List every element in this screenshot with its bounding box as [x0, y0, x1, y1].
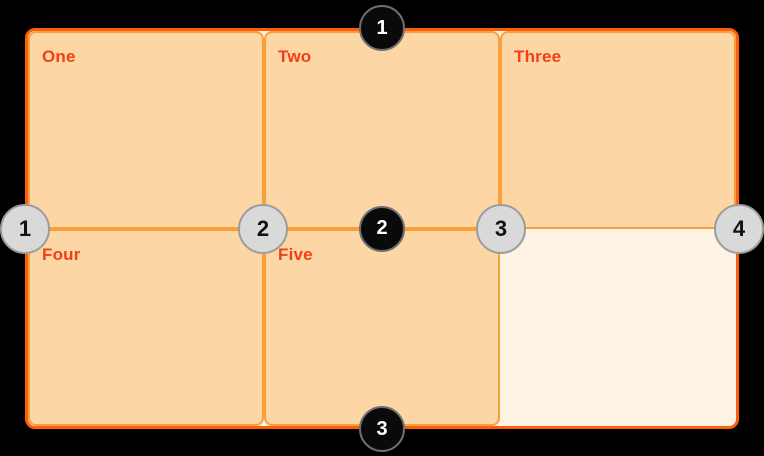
- grid-cell-five: Five: [264, 228, 500, 426]
- grid-cell-two: Two: [264, 31, 500, 229]
- cell-label: One: [42, 47, 76, 66]
- grid-cell-four: Four: [28, 228, 264, 426]
- cell-label: Three: [514, 47, 562, 66]
- grid-container: One Two Three Four Five: [25, 28, 739, 429]
- grid-cell-three: Three: [500, 31, 736, 229]
- grid-cell-empty: [500, 229, 736, 427]
- grid-cell-one: One: [28, 31, 264, 229]
- cell-label: Five: [278, 244, 313, 264]
- cell-label: Four: [42, 244, 81, 264]
- cell-label: Two: [278, 47, 312, 66]
